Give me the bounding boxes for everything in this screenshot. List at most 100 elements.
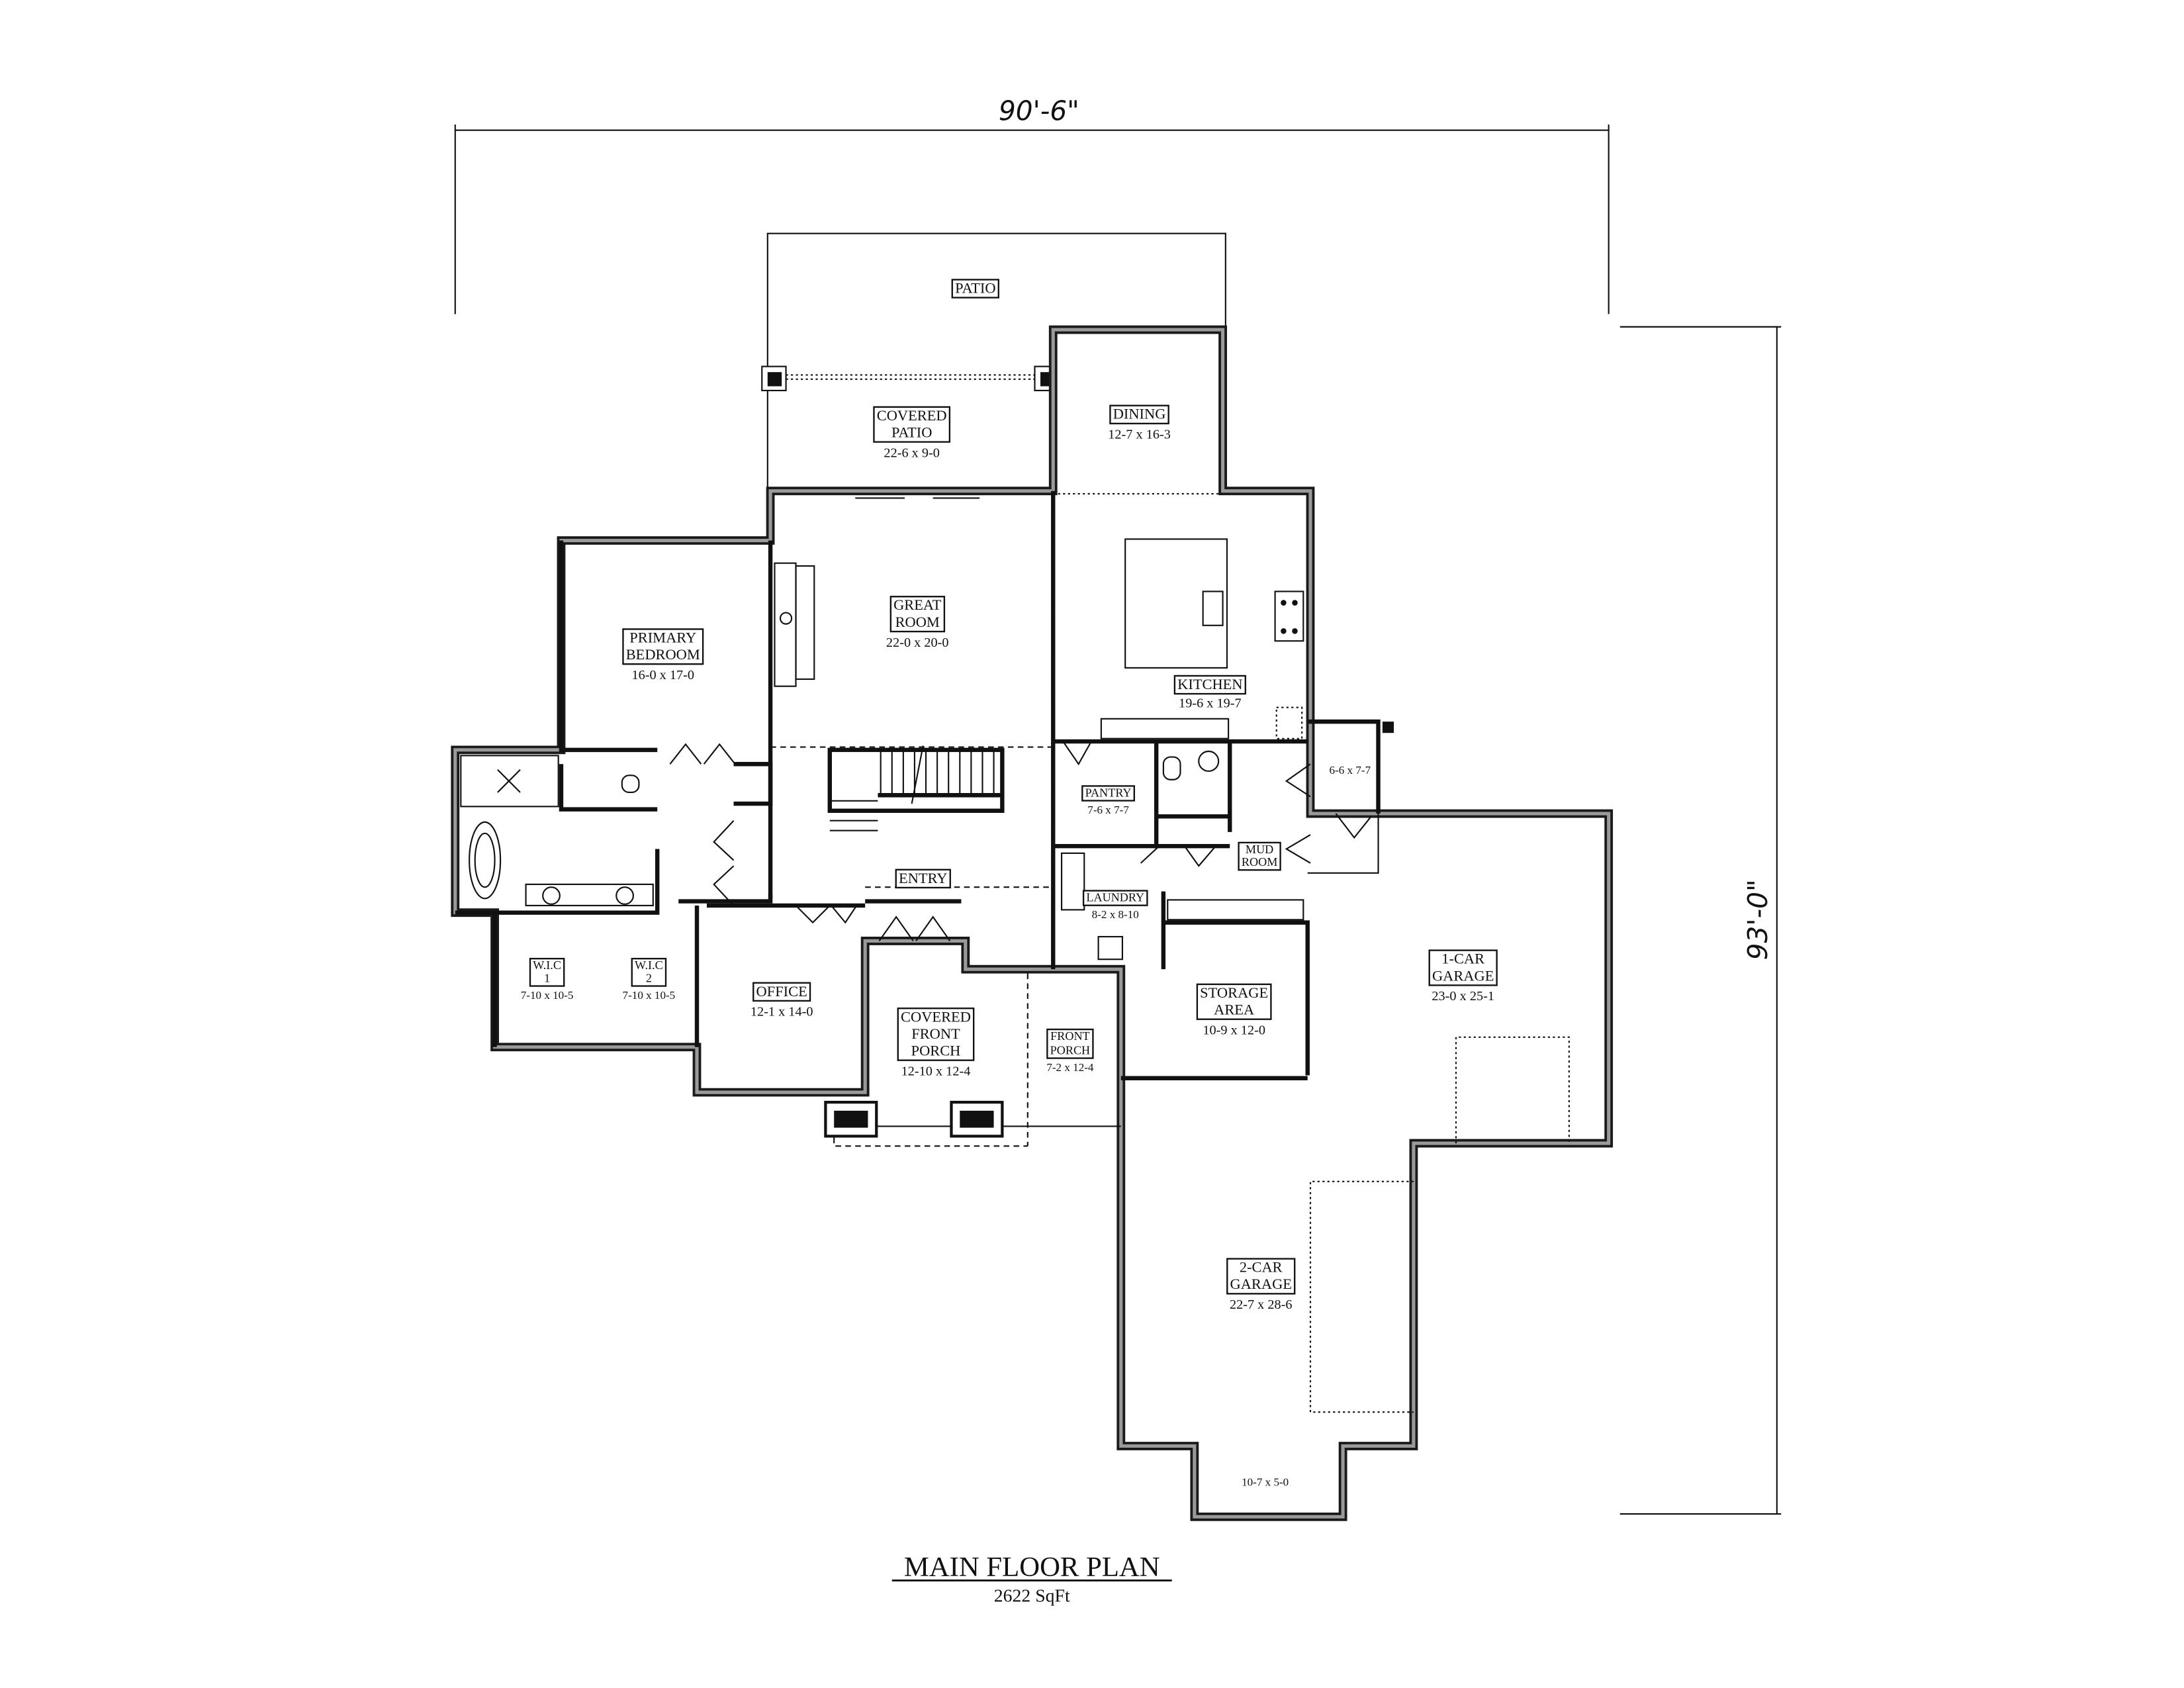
kitchen-sink-icon [1202,590,1224,626]
room-name: PORCH [1050,1043,1091,1056]
room-label-pantry: PANTRY 7-6 x 7-7 [1081,785,1135,816]
room-size: 22-7 x 28-6 [1230,1297,1293,1312]
room-name: GARAGE [1230,1276,1292,1292]
room-name: GREAT [893,596,942,613]
room-label-2-car-garage: 2-CAR GARAGE 22-7 x 28-6 [1226,1258,1296,1312]
room-label-box [529,957,565,987]
fireplace-icon [774,562,797,687]
room-label-box [873,406,951,443]
doors [669,497,1372,942]
fixtures [460,538,1394,1138]
room-name: KITCHEN [1177,676,1242,692]
overall-depth: 93'-0" [1742,879,1774,960]
room-size: 6-6 x 7-7 [1330,764,1371,776]
room-label-office: OFFICE 12-1 x 14-0 [751,982,813,1019]
room-label-box [1196,983,1272,1020]
room-label-wic-1: W.I.C 1 7-10 x 10-5 [521,957,574,1002]
room-label-mud-room: MUD ROOM [1238,841,1281,871]
cabinet [1275,706,1303,739]
toilet-icon [1162,756,1181,780]
plan-title: MAIN FLOOR PLAN [904,1552,1160,1583]
room-size: 12-1 x 14-0 [751,1005,813,1019]
room-label-box [1226,1258,1296,1295]
room-name: W.I.C [635,959,663,972]
room-name: PATIO [955,279,995,296]
room-label-dining: DINING 12-7 x 16-3 [1108,404,1171,442]
room-label-storage-area: STORAGE AREA 10-9 x 12-0 [1196,983,1272,1037]
room-name: ENTRY [899,870,947,886]
bathtub-icon [469,821,502,900]
room-name: PRIMARY [629,629,696,645]
room-name: COVERED [877,407,947,424]
room-size: 22-6 x 9-0 [884,445,939,460]
room-name: AREA [1214,1002,1255,1018]
room-name: PANTRY [1085,786,1132,799]
room-name: DINING [1113,406,1166,422]
room-name: LAUNDRY [1086,891,1144,904]
room-name: W.I.C [533,959,561,972]
width-dimension: 90'-6" [454,95,1610,314]
room-label-kitchen: KITCHEN 19-6 x 19-7 [1173,675,1246,711]
room-name: 1 [544,971,550,984]
room-name: ROOM [1242,855,1277,868]
room-name: BEDROOM [626,646,700,663]
room-label-1-car-garage: 1-CAR GARAGE 23-0 x 25-1 [1428,949,1498,1004]
room-size: 10-7 x 5-0 [1242,1476,1289,1488]
corner-post [1382,722,1394,733]
room-name: GARAGE [1432,967,1494,984]
laundry-sink-icon [1097,935,1123,961]
room-label-box [1046,1028,1094,1059]
room-size: 22-0 x 20-0 [886,635,949,650]
room-label-box [752,982,811,1002]
room-label-garage-bump: 10-7 x 5-0 [1242,1476,1289,1488]
sink-icon [1198,750,1220,772]
kitchen-island [1124,538,1228,669]
room-label-covered-front-porch: COVERED FRONT PORCH 12-10 x 12-4 [897,1008,975,1078]
room-label-box [951,279,999,299]
room-label-laundry: LAUNDRY 8-2 x 8-10 [1082,890,1148,921]
patio-outline [761,232,1226,491]
room-size: 19-6 x 19-7 [1179,696,1242,711]
room-label-entry: ENTRY [895,868,951,889]
room-label-box [622,628,704,665]
room-size: 16-0 x 17-0 [631,668,694,682]
room-name: 1-CAR [1441,951,1484,967]
vanity [525,883,654,907]
room-label-primary-bedroom: PRIMARY BEDROOM 16-0 x 17-0 [622,628,704,682]
exterior-walls [451,325,1614,1521]
staircase [827,745,1005,831]
washer-dryer [1061,852,1085,911]
interior-walls [455,491,1381,1080]
room-label-box [1109,404,1169,425]
room-name: 2-CAR [1240,1259,1283,1276]
toilet-icon [621,774,640,794]
room-label-box [1081,785,1135,802]
room-label-front-porch: FRONT PORCH 7-2 x 12-4 [1046,1028,1094,1074]
room-size: 7-6 x 7-7 [1087,804,1129,816]
room-label-box [1082,890,1148,906]
room-label-patio: PATIO [951,279,999,299]
hearth [795,565,815,680]
room-label-box [1428,949,1498,986]
room-name: PORCH [911,1043,961,1059]
room-name: PATIO [891,424,932,440]
room-size: 7-2 x 12-4 [1046,1061,1094,1074]
room-label-box [889,596,946,633]
room-label-box [1173,675,1246,695]
room-size: 12-7 x 16-3 [1108,428,1171,442]
mudroom-bench [1167,899,1304,921]
counter [1100,718,1230,739]
room-name: 2 [646,971,652,984]
room-size: 7-10 x 10-5 [521,989,574,1002]
room-label-covered-patio: COVERED PATIO 22-6 x 9-0 [873,406,951,460]
shower-drain-icon [497,769,521,793]
room-label-great-room: GREAT ROOM 22-0 x 20-0 [886,596,949,650]
room-label-wic-2: W.I.C 2 7-10 x 10-5 [623,957,676,1002]
room-size: 7-10 x 10-5 [623,989,676,1002]
shower [460,755,559,808]
room-name: OFFICE [756,983,807,1000]
room-label-box [895,868,951,889]
room-label-box [1238,841,1281,871]
room-size: 23-0 x 25-1 [1432,989,1494,1004]
